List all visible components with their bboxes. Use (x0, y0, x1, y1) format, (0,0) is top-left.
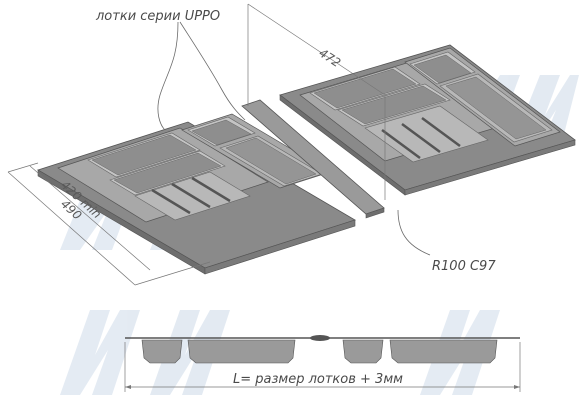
dimension-lines (7, 3, 386, 286)
width-dimension: 472 (316, 46, 343, 70)
right-tray-left-compartments (299, 61, 496, 163)
connector-strip (241, 99, 385, 219)
left-tray-left-compartments (57, 127, 269, 223)
right-tray-set (279, 44, 576, 196)
left-tray-set (37, 113, 356, 275)
length-formula-label: L= размер лотков + 3мм (233, 372, 403, 387)
leader-lines (157, 21, 431, 256)
profile-view (124, 335, 521, 392)
right-tray-right-compartments (404, 47, 561, 147)
series-label: лотки серии UPPO (95, 9, 220, 24)
finish-label: R100 C97 (432, 259, 496, 274)
